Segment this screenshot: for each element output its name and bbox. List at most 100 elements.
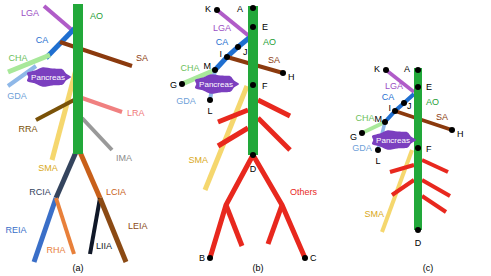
landmark-dot	[401, 100, 407, 106]
vessel-label: REIA	[5, 225, 26, 235]
point-label: K	[374, 64, 380, 74]
landmark-dot	[250, 82, 256, 88]
leia-vessel	[100, 198, 126, 262]
point-label: L	[375, 156, 380, 166]
vessel-label: CA	[382, 92, 395, 102]
landmark-dot	[207, 97, 213, 103]
vessel-label: LGA	[385, 81, 403, 91]
landmark-dot	[250, 5, 256, 11]
vessel-label: SA	[268, 55, 280, 65]
landmark-dot	[415, 67, 421, 73]
pancreas-blob	[27, 67, 71, 87]
landmark-dot	[415, 145, 421, 151]
point-label: E	[262, 22, 268, 32]
point-label: I	[388, 103, 391, 113]
rcia-vessel	[56, 152, 76, 198]
aorta	[414, 68, 422, 230]
organ-label: Pancreas	[376, 136, 410, 145]
vessel-label: LIIA	[96, 241, 112, 251]
vessel-label: GDA	[176, 96, 196, 106]
vessel-label: CHA	[8, 53, 27, 63]
vessel-label: RHA	[46, 245, 65, 255]
landmark-dot	[415, 227, 421, 233]
organ-shape: Pancreas	[370, 130, 416, 150]
point-label: D	[415, 238, 422, 248]
landmark-dot	[375, 147, 381, 153]
vessel-label: LRA	[127, 108, 145, 118]
landmark-dot	[212, 67, 218, 73]
point-label: E	[426, 82, 432, 92]
vessel-label: CA	[36, 35, 49, 45]
point-label: B	[199, 253, 205, 263]
point-label: K	[205, 4, 211, 14]
ca-vessel	[215, 38, 249, 70]
aorta	[248, 6, 258, 155]
organ-shape: Pancreas	[193, 74, 239, 94]
point-label: F	[426, 144, 432, 154]
point-label: I	[219, 49, 222, 59]
landmark-dot	[207, 255, 213, 261]
point-label: F	[262, 81, 268, 91]
point-label: H	[288, 72, 295, 82]
vessel-label: CA	[216, 37, 229, 47]
other-vessel	[226, 205, 242, 246]
vessel-label: CHA	[180, 63, 199, 73]
lcia-vessel	[80, 152, 100, 198]
point-label: A	[237, 4, 243, 14]
other-vessel	[218, 128, 248, 146]
vessel-label: CHA	[355, 113, 374, 123]
vessel-label: SMA	[364, 209, 384, 219]
other-vessel	[218, 110, 248, 122]
vessel-label: SMA	[188, 155, 208, 165]
other-vessel	[258, 100, 290, 116]
other-vessel	[390, 165, 414, 172]
organ-label: Pancreas	[199, 80, 233, 89]
sa-vessel	[60, 42, 132, 66]
organ-shape: Pancreas	[25, 67, 71, 87]
lra-vessel	[82, 98, 122, 112]
pancreas-blob	[372, 130, 416, 150]
landmark-dot	[250, 152, 256, 158]
ima-vessel	[82, 118, 112, 150]
other-vessel	[422, 160, 448, 172]
other-vessel	[268, 205, 282, 244]
pancreas-blob	[195, 74, 239, 94]
landmark-dot	[415, 84, 421, 90]
vessel-label: SA	[436, 112, 448, 122]
panel-label: (b)	[253, 263, 264, 273]
vessel-label: SA	[136, 53, 148, 63]
vessel-label: LGA	[213, 23, 231, 33]
other-vessel	[253, 155, 305, 258]
point-label: J	[407, 101, 412, 111]
vessel-label: AO	[426, 97, 439, 107]
point-label: G	[350, 132, 357, 142]
vessel-label: AO	[90, 11, 103, 21]
vessel-label: LEIA	[128, 221, 148, 231]
landmark-dot	[383, 67, 389, 73]
panel-label: (a)	[73, 263, 84, 273]
landmark-dot	[224, 54, 230, 60]
vessel-label: RRA	[18, 124, 37, 134]
vessel-label: AO	[263, 37, 276, 47]
vessel-label: Others	[290, 187, 317, 197]
point-label: M	[204, 61, 212, 71]
vessel-label: IMA	[116, 153, 132, 163]
vessel-label: LGA	[21, 8, 39, 18]
landmark-dot	[392, 108, 398, 114]
point-label: C	[310, 253, 317, 263]
aorta	[73, 4, 83, 154]
other-vessel	[422, 180, 450, 196]
landmark-dot	[179, 81, 185, 87]
vessel-label: GDA	[352, 143, 372, 153]
landmark-dot	[214, 7, 220, 13]
lga-vessel	[44, 6, 72, 30]
other-vessel	[392, 180, 414, 195]
other-vessel	[258, 118, 290, 150]
other-vessel	[210, 155, 253, 258]
rra-vessel	[36, 100, 74, 120]
point-label: M	[375, 114, 383, 124]
sa-vessel	[395, 111, 452, 130]
vessel-label: SMA	[38, 163, 58, 173]
landmark-dot	[280, 70, 286, 76]
landmark-dot	[235, 44, 241, 50]
